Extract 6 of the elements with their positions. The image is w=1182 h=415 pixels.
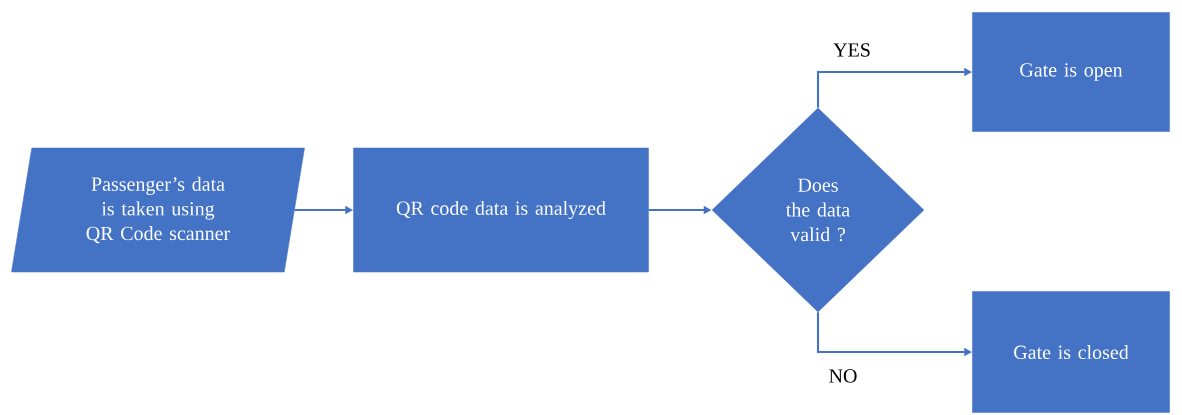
edge-label: NO [827,367,859,385]
edge-label: YES [831,41,873,59]
process-box: QR code data is analyzed [353,147,649,273]
result-box: Gate is closed [972,291,1170,413]
input-parallelogram: Passenger’s data is taken using QR Code scanner [11,147,305,273]
result-box: Gate is open [972,12,1170,132]
